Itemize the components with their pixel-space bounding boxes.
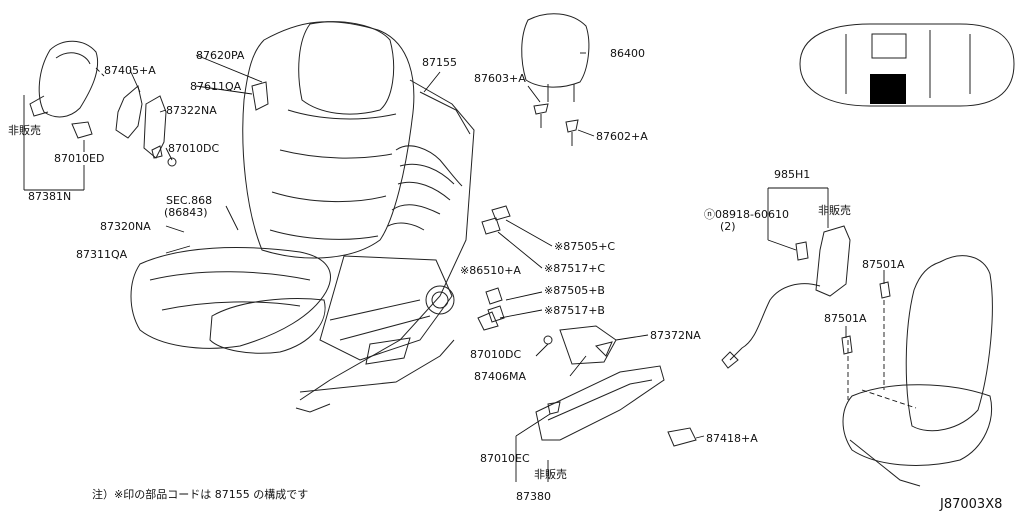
label-08918-60610: ⓝ08918-60610 [704, 208, 789, 221]
label-not-for-sale-1: 非販売 [8, 124, 41, 137]
label-87010ED: 87010ED [54, 152, 104, 165]
label-not-for-sale-3: 非販売 [818, 204, 851, 217]
headrest [521, 13, 590, 146]
label-87517B: ※87517+B [544, 304, 605, 317]
seat-cushion [130, 247, 331, 354]
label-87320NA: 87320NA [100, 220, 151, 233]
label-sec-868: SEC.868 [166, 194, 212, 207]
footnote: 注）※印の部品コードは 87155 の構成です [92, 487, 308, 501]
label-87405A: 87405+A [104, 64, 156, 77]
label-87406MA: 87406MA [474, 370, 526, 383]
label-86400: 86400 [610, 47, 645, 60]
label-87380: 87380 [516, 490, 551, 503]
label-87611QA: 87611QA [190, 80, 242, 93]
label-87311QA: 87311QA [76, 248, 128, 261]
label-87010DC-top: 87010DC [168, 142, 219, 155]
label-87501A-top: 87501A [862, 258, 905, 271]
label-86510A: ※86510+A [460, 264, 521, 277]
side-airbag-module [721, 225, 891, 369]
label-985H1: 985H1 [774, 168, 810, 181]
vehicle-top-view-locator [799, 23, 1015, 107]
label-87620PA: 87620PA [196, 49, 245, 62]
label-87501A-mid: 87501A [824, 312, 867, 325]
label-87381N: 87381N [28, 190, 71, 203]
label-08918-qty: (2) [720, 220, 736, 233]
label-87322NA: 87322NA [166, 104, 217, 117]
seat-location-illustration [842, 255, 993, 487]
label-87155: 87155 [422, 56, 457, 69]
label-87372NA: 87372NA [650, 329, 701, 342]
label-87418A: 87418+A [706, 432, 758, 445]
label-sec-868-ref: (86843) [164, 206, 208, 219]
label-87505C: ※87505+C [554, 240, 615, 253]
slide-rail-parts [477, 205, 697, 447]
label-87602A: 87602+A [596, 130, 648, 143]
seat-location-marker [870, 74, 906, 104]
label-87517C: ※87517+C [544, 262, 605, 275]
label-not-for-sale-2: 非販売 [534, 468, 567, 481]
callout-leaders [23, 52, 885, 482]
label-87010DC-bot: 87010DC [470, 348, 521, 361]
seat-back-cushion [242, 21, 415, 259]
label-87603A: 87603+A [474, 72, 526, 85]
seat-back-side-trim [29, 40, 105, 139]
callout-labels: 87405+A 非販売 87010ED 87381N 87620PA 87611… [8, 47, 905, 503]
seat-frame [295, 79, 475, 413]
label-87505B: ※87505+B [544, 284, 605, 297]
label-87010EC: 87010EC [480, 452, 530, 465]
diagram-id: J87003X8 [939, 497, 1002, 512]
